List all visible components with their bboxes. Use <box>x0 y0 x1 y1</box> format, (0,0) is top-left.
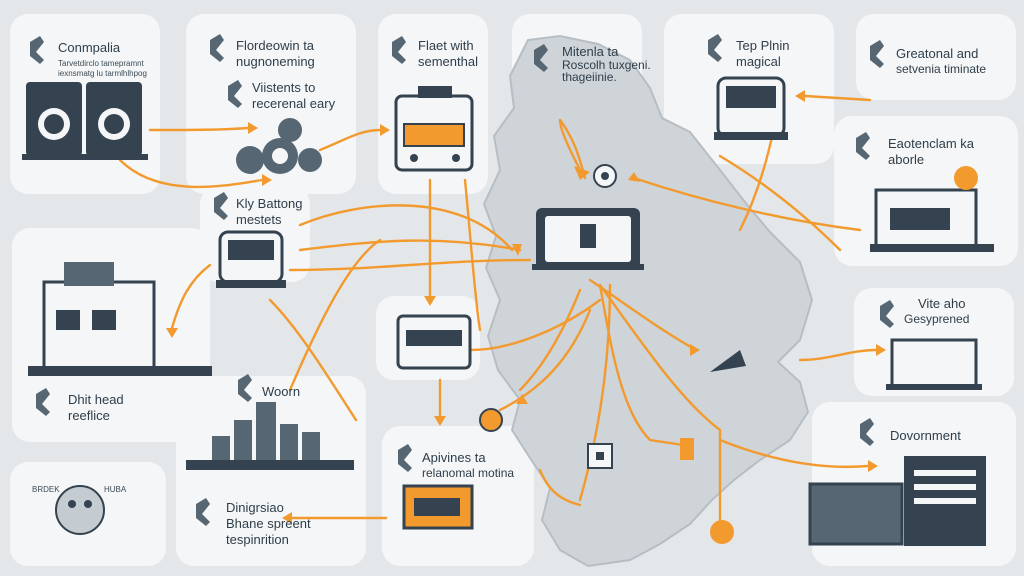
node-title: Viistents to <box>252 80 316 95</box>
node-subtitle: iexnsmatg lu tarmlhlhpog <box>58 69 147 78</box>
server-rack-icon <box>532 208 644 270</box>
invoice-icon <box>402 484 474 530</box>
server-rack-icon <box>808 456 986 546</box>
gear-cluster-icon <box>236 118 322 174</box>
node-subtitle: reeflice <box>68 408 110 423</box>
washing-machine-icon <box>22 82 148 160</box>
wrench-icon <box>30 34 894 526</box>
node-title: Vite aho <box>918 296 966 311</box>
node-subtitle: recerenal eary <box>252 96 336 111</box>
node-title: Eaotenclam ka <box>888 136 974 151</box>
mascot-label-right: HUBA <box>104 485 127 494</box>
node-subtitle: magical <box>736 54 781 69</box>
node-subtitle: mestets <box>236 212 282 227</box>
node-subtitle: aborle <box>888 152 925 167</box>
node-subtitle: tespinrition <box>226 532 289 547</box>
node-subtitle: sementhal <box>418 54 478 69</box>
tools-icon <box>710 350 746 372</box>
node-title: Flaet with <box>418 38 474 53</box>
machine-icon <box>886 338 982 390</box>
node-title: Dovornment <box>890 428 961 443</box>
node-title: Tep Plnin <box>736 38 790 53</box>
flow-arrows <box>118 94 878 522</box>
coin-icon <box>479 408 734 544</box>
node-title: Greatonal and <box>896 46 979 61</box>
card-greatonal <box>856 14 1016 100</box>
region-map <box>482 34 814 568</box>
city-skyline-icon <box>186 402 354 470</box>
node-subtitle: Bhane spreent <box>226 516 311 531</box>
node-title: Flordeowin ta <box>236 38 315 53</box>
node-title: Dinigrsiao <box>226 500 284 515</box>
gauge-icon <box>587 443 613 469</box>
truck-front-icon <box>216 230 286 288</box>
node-title: Apivines ta <box>422 450 486 465</box>
factory-icon <box>870 166 994 252</box>
node-subtitle: relanomal motina <box>422 466 515 480</box>
control-panel-icon <box>394 86 474 172</box>
node-title: Conmpalia <box>58 40 121 55</box>
node-subtitle: setvenia timinate <box>896 62 987 76</box>
node-subtitle: Gesyprened <box>904 312 970 326</box>
node-title: Kly Battong <box>236 196 303 211</box>
node-subtitle: nugnoneming <box>236 54 315 69</box>
clock-icon <box>593 164 617 188</box>
node-title: Woorn <box>262 384 301 399</box>
mascot-label-left: BRDEK <box>32 485 60 494</box>
node-subtitle: Tarvetdirclo tamepramnt <box>58 59 144 68</box>
mascot-icon <box>55 485 105 535</box>
node-title: Mitenla ta <box>562 44 619 59</box>
battery-icon <box>396 314 472 370</box>
truck-front-icon <box>714 76 788 140</box>
node-subtitle: thageiinie. <box>562 70 617 84</box>
arrow-heads <box>166 90 886 524</box>
node-subtitle: Roscolh tuxgeni. <box>562 58 651 72</box>
factory-icon <box>28 262 212 376</box>
node-title: Dhit head <box>68 392 124 407</box>
